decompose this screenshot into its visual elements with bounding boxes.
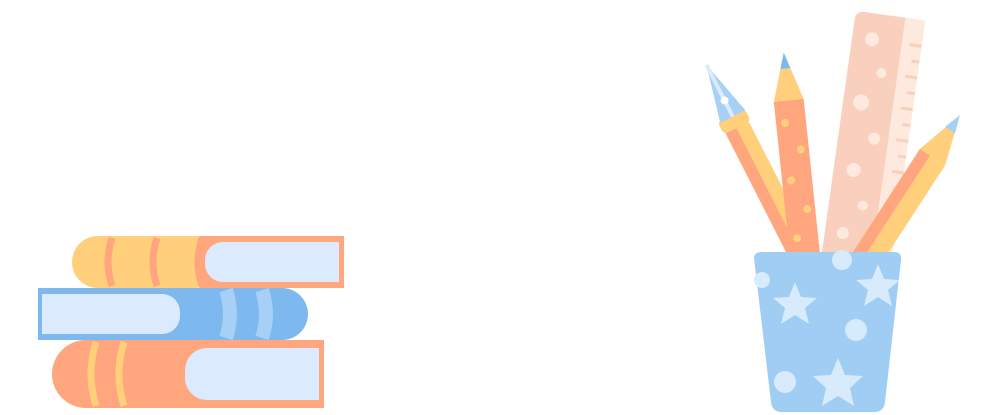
book-top [72,236,344,288]
book-bottom [52,340,324,408]
book-middle [38,287,308,341]
book-stack-icon [38,236,344,408]
pencil-cup-icon [704,11,960,412]
cup [754,250,902,412]
pencil-icon [773,52,822,271]
